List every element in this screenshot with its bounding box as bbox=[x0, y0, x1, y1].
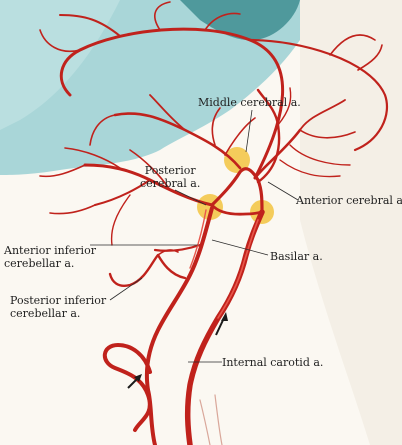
leader-posterior-inferior-cerebellar bbox=[109, 277, 143, 301]
label-posterior-inferior-cerebellar: Posterior inferior cerebellar a. bbox=[10, 294, 106, 320]
label-anterior-inferior-cerebellar: Anterior inferior cerebellar a. bbox=[4, 244, 96, 270]
label-anterior-cerebral-text: Anterior cerebral a. bbox=[296, 194, 402, 207]
label-anterior-inferior-cerebellar-line2: cerebellar a. bbox=[4, 257, 75, 270]
label-posterior-cerebral: Posterior cerebral a. bbox=[140, 164, 200, 190]
leader-basilar bbox=[211, 239, 269, 256]
leader-anterior-cerebral bbox=[267, 181, 299, 201]
arteries bbox=[39, 1, 389, 445]
label-posterior-cerebral-line1: Posterior bbox=[144, 164, 196, 177]
label-middle-cerebral-text: Middle cerebral a. bbox=[198, 96, 301, 109]
label-posterior-cerebral-line2: cerebral a. bbox=[140, 177, 201, 190]
anterior-arc-artery bbox=[59, 27, 284, 180]
flow-arrows bbox=[127, 312, 228, 389]
label-middle-cerebral: Middle cerebral a. bbox=[198, 96, 301, 109]
label-posterior-inferior-cerebellar-line2: cerebellar a. bbox=[10, 307, 81, 320]
label-internal-carotid-text: Internal carotid a. bbox=[222, 356, 324, 369]
arrow-vertebral-icon bbox=[127, 374, 142, 389]
label-internal-carotid: Internal carotid a. bbox=[222, 356, 323, 369]
label-anterior-inferior-cerebellar-line1: Anterior inferior bbox=[4, 244, 96, 257]
basilar-artery bbox=[144, 206, 214, 392]
aneurysm-spot-1 bbox=[224, 147, 250, 173]
leader-middle-cerebral bbox=[245, 109, 253, 153]
label-basilar-text: Basilar a. bbox=[270, 250, 323, 263]
label-leaders bbox=[90, 109, 299, 363]
label-posterior-inferior-cerebellar-line1: Posterior inferior bbox=[10, 294, 107, 307]
leader-posterior-cerebral bbox=[174, 189, 207, 206]
label-anterior-cerebral: Anterior cerebral a. bbox=[296, 194, 402, 207]
arrow-carotid-icon bbox=[215, 312, 228, 336]
label-basilar: Basilar a. bbox=[270, 250, 323, 263]
